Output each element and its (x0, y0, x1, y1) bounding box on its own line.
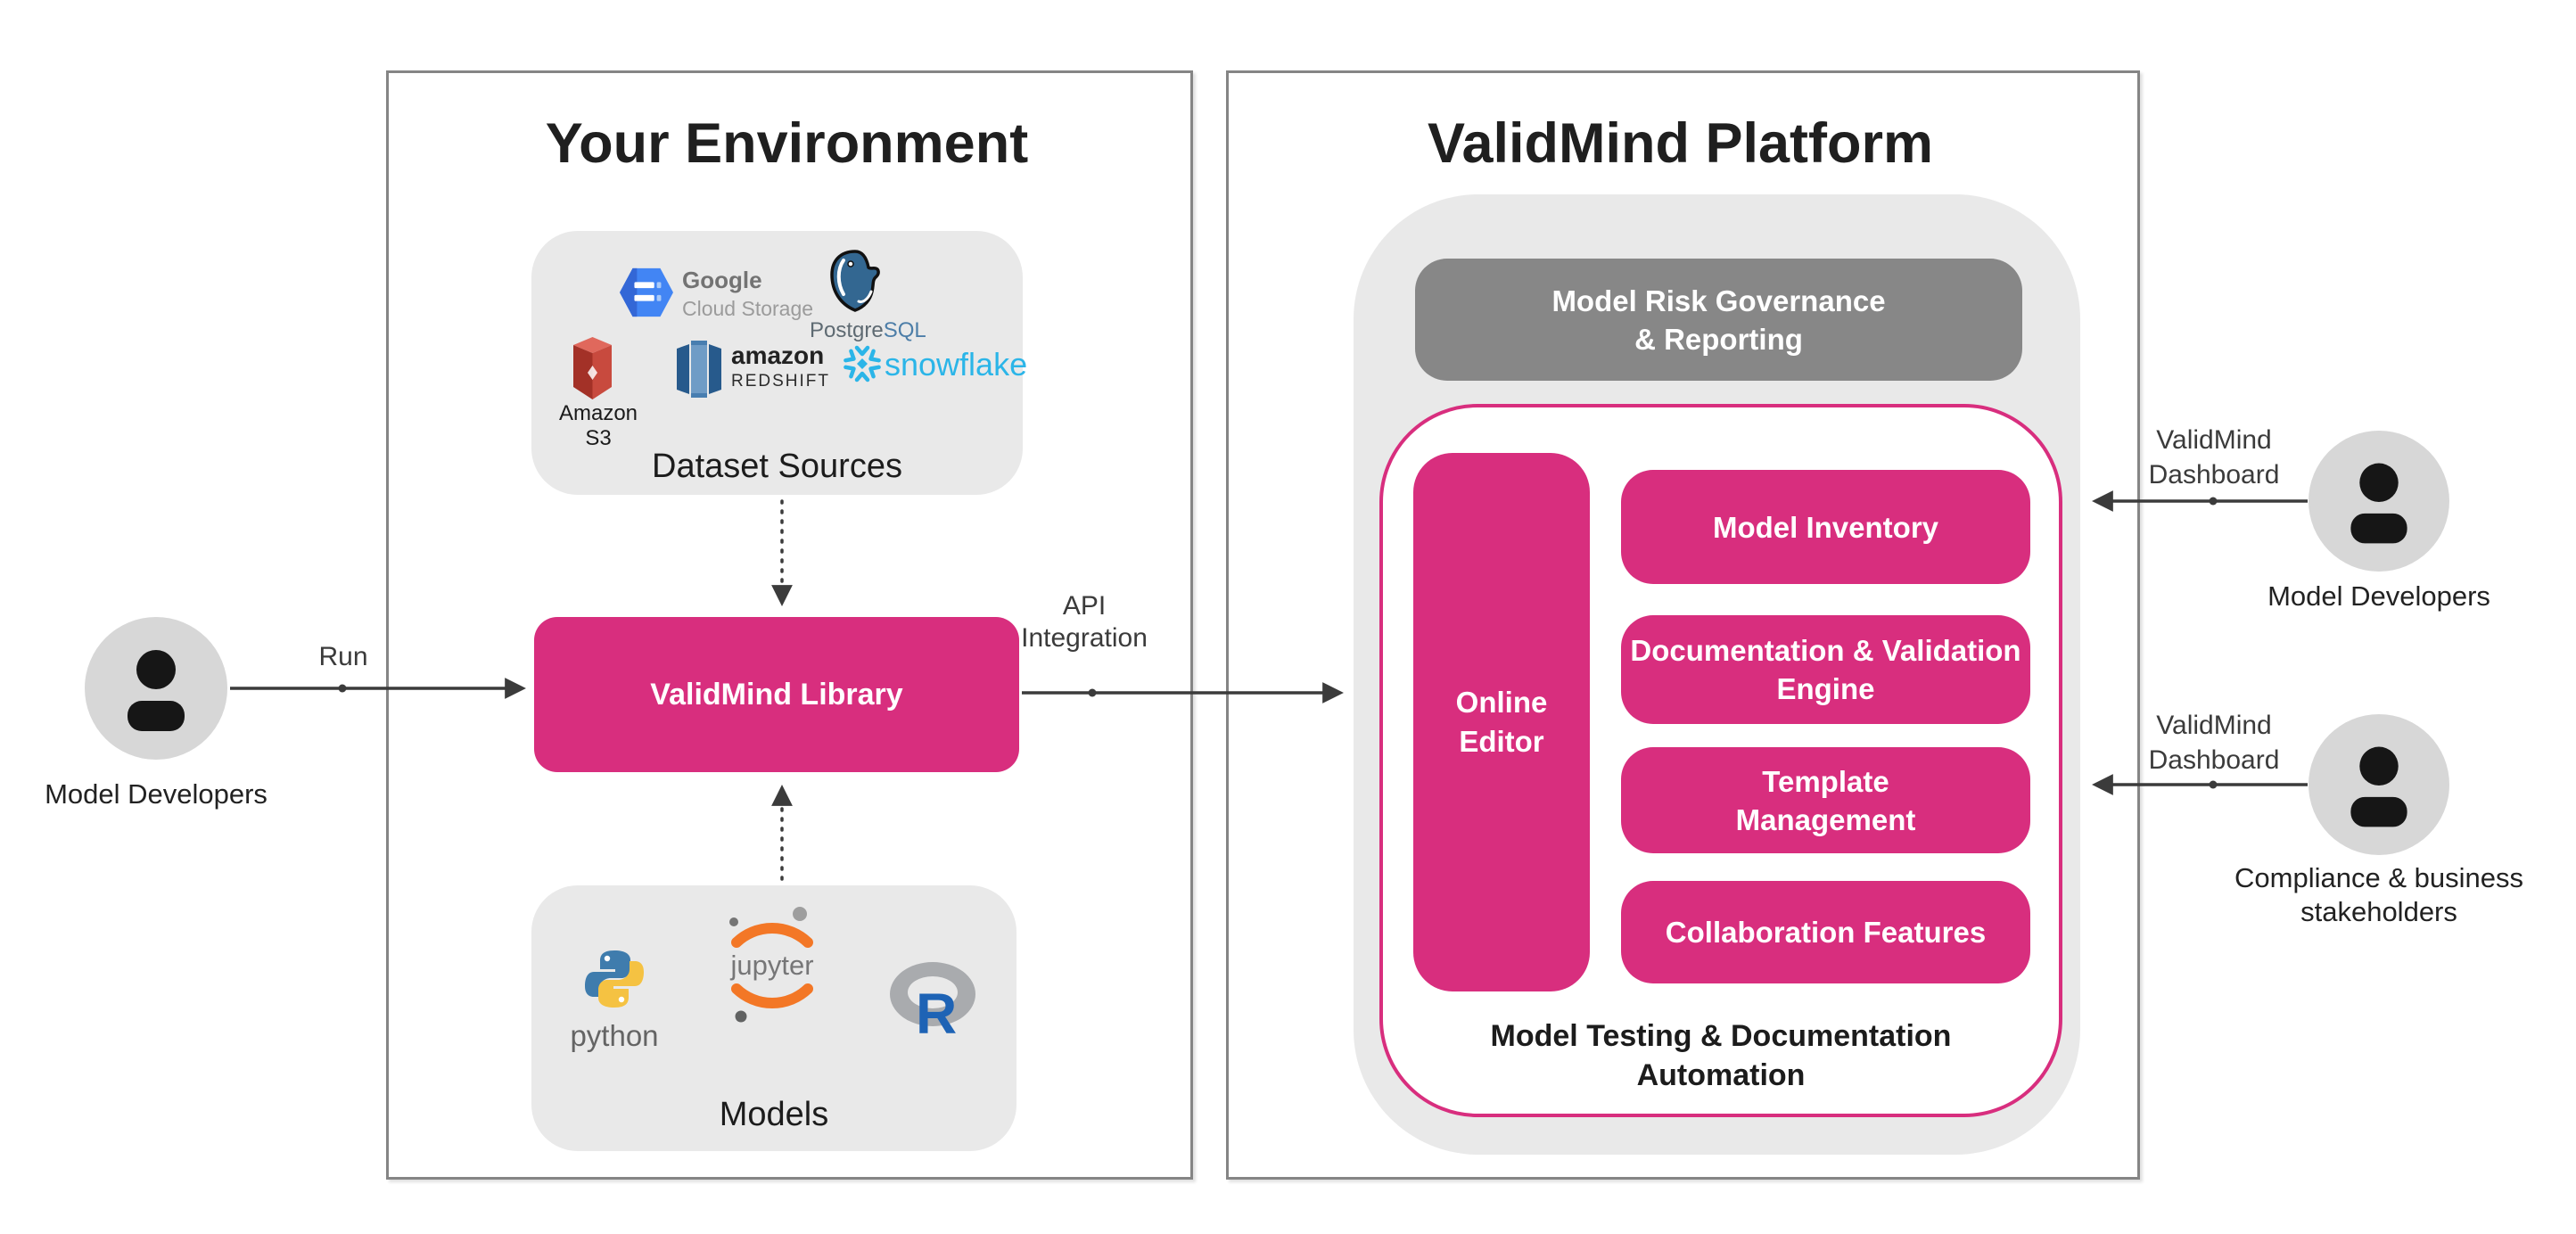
postgresql-name: PostgreSQL (810, 318, 926, 343)
snowflake-icon (844, 345, 881, 383)
arrow-dot-dashboard-bottom (2209, 780, 2218, 789)
validmind-dashboard-label-bottom: ValidMind Dashboard (2148, 711, 2280, 775)
dataset-sources-box: Google Cloud Storage PostgreSQL Amazon S… (531, 231, 1027, 495)
r-letter: R (916, 982, 957, 1037)
dataset-sources-label: Dataset Sources (652, 448, 902, 485)
governance-box: Model Risk Governance & Reporting (1415, 259, 2022, 381)
feature-model-inventory: Model Inventory (1621, 470, 2030, 584)
gcs-line2: Cloud Storage (682, 297, 814, 320)
compliance-stakeholders-label: Compliance & business stakeholders (2234, 862, 2523, 927)
jupyter-icon (729, 907, 813, 1023)
model-developers-right-label: Model Developers (2267, 580, 2490, 612)
google-cloud-storage-icon (620, 267, 673, 317)
model-developers-left-label: Model Developers (45, 778, 267, 810)
python-name: python (570, 1019, 659, 1052)
postgresql-name-suffix: SQL (883, 318, 926, 342)
amazon-s3-name: Amazon S3 (558, 401, 638, 450)
jupyter-logo: jupyter (710, 900, 835, 1024)
feature-documentation-validation-engine: Documentation & Validation Engine (1621, 615, 2030, 724)
validmind-library-box: ValidMind Library (534, 617, 1019, 772)
your-environment-title: Your Environment (545, 112, 1029, 175)
arrow-dot-run (338, 684, 347, 693)
amazon-s3-icon (573, 337, 612, 399)
validmind-platform-title: ValidMind Platform (1427, 112, 1934, 175)
compliance-stakeholders-icon (2309, 714, 2449, 855)
online-editor-box: Online Editor (1413, 453, 1590, 991)
model-developers-right-icon (2309, 431, 2449, 572)
testing-automation-label: Model Testing & Documentation Automation (1490, 1019, 1952, 1092)
postgresql-name-prefix: Postgre (810, 318, 884, 342)
jupyter-name: jupyter (730, 950, 814, 981)
gcs-line1: Google (682, 267, 762, 293)
r-logo-icon: R (890, 962, 975, 1037)
run-label: Run (318, 642, 368, 671)
feature-template-management: Template Management (1621, 747, 2030, 853)
arrow-dot-dashboard-top (2209, 497, 2218, 506)
postgresql-icon (830, 250, 880, 312)
models-label: Models (719, 1096, 829, 1133)
api-integration-label: API Integration (1021, 591, 1148, 653)
google-cloud-storage-name: Google Cloud Storage (682, 267, 813, 321)
model-developers-left-icon (85, 617, 227, 760)
python-icon (585, 950, 644, 1008)
amazon-redshift-icon (677, 341, 721, 398)
redshift-line2: REDSHIFT (731, 372, 830, 391)
models-box: python jupyter R Models (531, 885, 1016, 1151)
feature-collaboration-features: Collaboration Features (1621, 881, 2030, 983)
amazon-redshift-name: amazon REDSHIFT (731, 341, 830, 391)
validmind-dashboard-label-top: ValidMind Dashboard (2148, 425, 2280, 489)
snowflake-name: snowflake (885, 346, 1028, 383)
redshift-line1: amazon (731, 341, 825, 369)
